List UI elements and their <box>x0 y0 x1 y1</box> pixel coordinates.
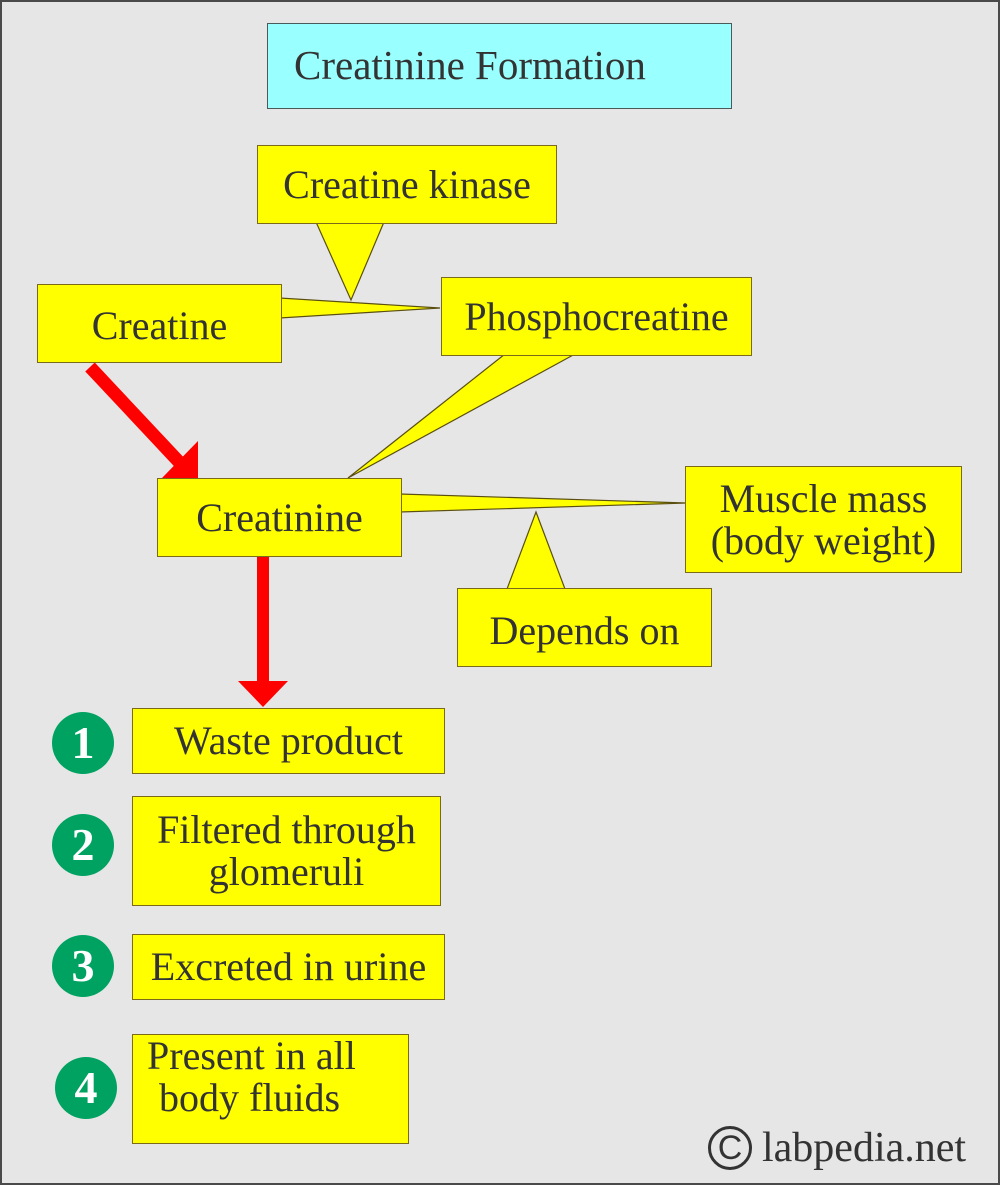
creatinine-muscle-mass-link <box>399 493 687 513</box>
property-text-line-1: Filtered through <box>157 807 416 852</box>
creatine-kinase-callout-tail <box>315 221 385 302</box>
site-credit: C labpedia.net <box>708 1118 966 1178</box>
phosphocreatine-creatinine-link <box>347 353 576 479</box>
phosphocreatine-label: Phosphocreatine <box>464 293 729 339</box>
title-box: Creatinine Formation <box>267 23 732 109</box>
creatinine-box: Creatinine <box>157 478 402 557</box>
property-item-3: Excreted in urine <box>132 934 445 1000</box>
badge-number: 3 <box>71 940 95 991</box>
creatine-to-creatinine-arrow <box>85 362 198 478</box>
depends-on-label: Depends on <box>489 607 680 653</box>
creatine-box: Creatine <box>37 284 282 363</box>
copyright-icon: C <box>708 1126 752 1170</box>
muscle-mass-line-2: (body weight) <box>710 517 937 563</box>
number-badge-3: 3 <box>52 935 114 997</box>
badge-number: 2 <box>71 819 95 870</box>
number-badge-2: 2 <box>52 814 114 876</box>
creatine-phosphocreatine-link <box>279 297 441 319</box>
creatinine-label: Creatinine <box>196 494 363 540</box>
creatine-kinase-box: Creatine kinase <box>257 145 557 224</box>
property-item-1: Waste product <box>132 708 445 774</box>
badge-number: 1 <box>71 717 95 768</box>
muscle-mass-line-1: Muscle mass <box>719 475 928 521</box>
phosphocreatine-box: Phosphocreatine <box>441 277 752 356</box>
badge-number: 4 <box>74 1062 98 1113</box>
creatine-label: Creatine <box>91 302 228 348</box>
page-title: Creatinine Formation <box>294 42 646 89</box>
site-credit-text: labpedia.net <box>762 1125 967 1171</box>
property-item-2: Filtered through glomeruli <box>132 796 441 906</box>
depends-on-callout-tail <box>506 510 566 590</box>
property-text: Excreted in urine <box>150 944 427 989</box>
muscle-mass-box: Muscle mass (body weight) <box>685 466 962 573</box>
creatine-kinase-label: Creatine kinase <box>283 161 531 207</box>
property-item-4: Present in all body fluids <box>132 1034 409 1144</box>
number-badge-4: 4 <box>55 1057 117 1119</box>
number-badge-1: 1 <box>52 712 114 774</box>
creatinine-to-properties-arrow <box>238 557 288 707</box>
property-text-line-2: glomeruli <box>208 849 365 894</box>
property-text-line-1: Present in all <box>147 1033 356 1078</box>
property-text: Waste product <box>174 718 403 763</box>
property-text-line-2: body fluids <box>159 1075 341 1120</box>
depends-on-box: Depends on <box>457 588 712 667</box>
